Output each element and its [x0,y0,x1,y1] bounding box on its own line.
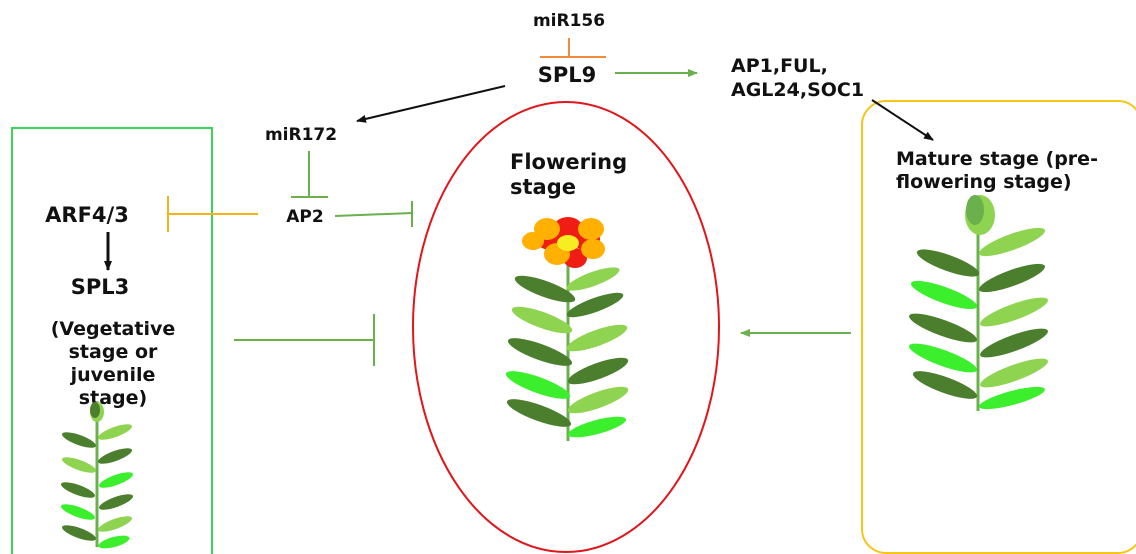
mature-stage-line1: Mature stage (pre- [896,148,1098,170]
ap2-to-flowering-line [335,213,412,216]
juvenile-stage-line1: (Vegetative [51,318,176,340]
mir156-label: miR156 [533,11,605,31]
flowering-targets-line1: AP1,FUL, [731,55,828,77]
flowering-stage-line1: Flowering [510,150,627,174]
spl9-to-mir172-arrow [357,86,505,121]
flowering-targets-line2: AGL24,SOC1 [731,79,864,101]
spl3-label: SPL3 [71,275,130,299]
mature-plant-image [906,195,1050,414]
spl9-label: SPL9 [538,63,597,87]
mature-stage-line2: flowering stage) [896,171,1072,193]
ap2-label: AP2 [286,207,323,227]
flowering-stage-line2: stage [510,175,576,199]
arf-label: ARF4/3 [45,203,129,227]
targets-to-mature-arrow [872,100,933,140]
juvenile-stage-line4: stage) [79,387,147,409]
juvenile-stage-line2: stage or [69,341,158,363]
flowering-plant-image [503,217,630,442]
mir172-label: miR172 [265,125,337,145]
juvenile-stage-line3: juvenile [70,364,156,386]
juvenile-plant-image [59,402,134,551]
